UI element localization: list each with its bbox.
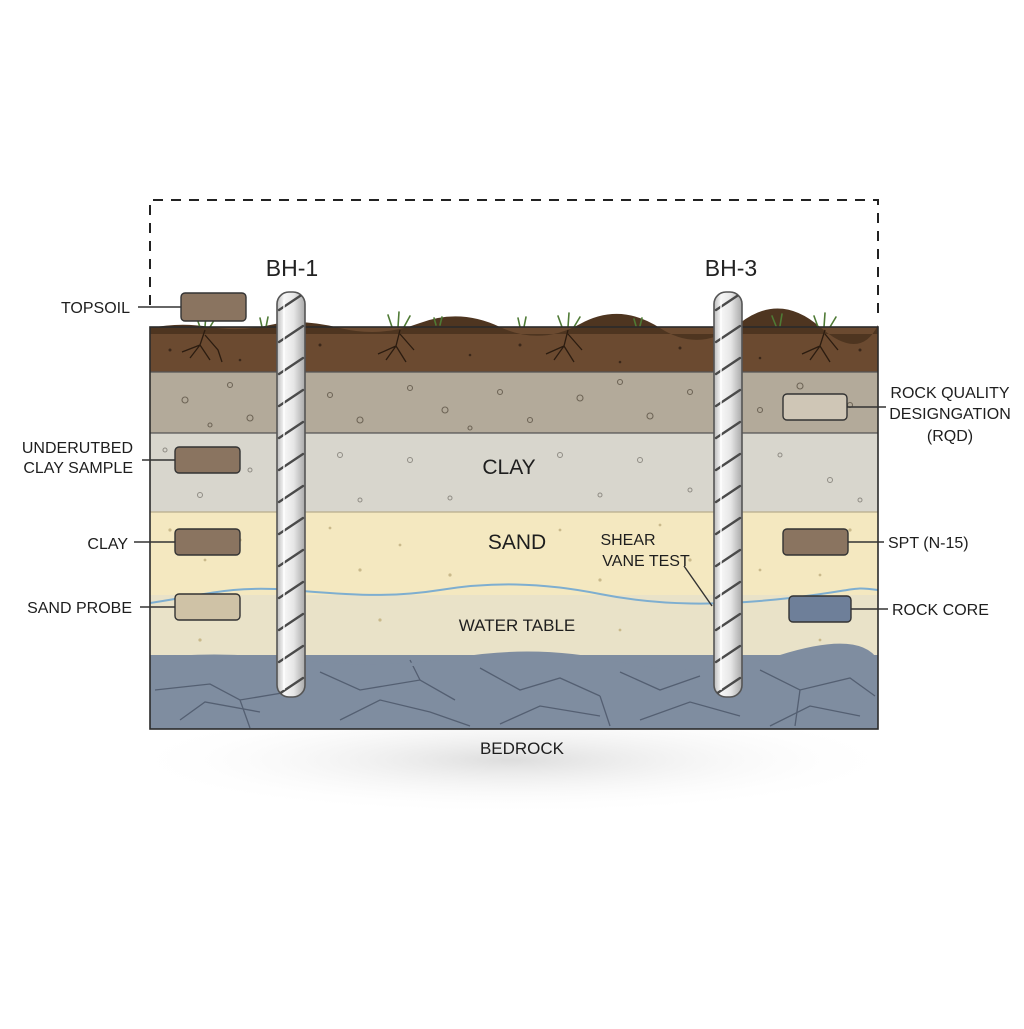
spt-sample-box[interactable] — [782, 528, 849, 556]
clay-pebbles — [162, 447, 863, 503]
layer-label-bedrock: BEDROCK — [480, 739, 565, 758]
callout-shear-vane-line1: SHEAR — [600, 532, 655, 549]
layer-label-clay: CLAY — [482, 456, 535, 479]
callout-clay: CLAY — [87, 536, 128, 553]
rqd-sample-box[interactable] — [782, 393, 848, 421]
callout-rqd-line2: DESIGNGATION — [889, 406, 1011, 423]
sand-probe-box[interactable] — [174, 593, 241, 621]
callout-undisturbed-line2: CLAY SAMPLE — [23, 460, 133, 477]
layer-sand — [150, 512, 878, 595]
topsoil-specks — [168, 343, 862, 364]
ground-shadow — [122, 705, 902, 815]
layer-label-water-table: WATER TABLE — [459, 616, 576, 635]
borehole-bh-3[interactable] — [713, 291, 743, 698]
borehole-label-bh-3: BH-3 — [705, 255, 757, 281]
rock-core-box[interactable] — [788, 595, 852, 623]
callout-leaders — [134, 306, 888, 610]
topsoil-surface — [150, 308, 878, 345]
borehole-bh-1[interactable] — [276, 291, 306, 698]
layer-gravel — [150, 372, 878, 433]
callout-topsoil: TOPSOIL — [61, 300, 130, 317]
callout-sand-probe: SAND PROBE — [27, 600, 132, 617]
layer-wet-sand — [150, 595, 878, 655]
callout-rqd-line3: (RQD) — [927, 428, 973, 445]
callout-rock-core: ROCK CORE — [892, 602, 989, 619]
undisturbed-clay-sample-box[interactable] — [174, 446, 241, 474]
clay-sample-box[interactable] — [174, 528, 241, 556]
callout-shear-vane-line2: VANE TEST — [602, 553, 690, 570]
layer-boundaries — [150, 371, 878, 513]
bedrock-cracks — [154, 659, 876, 729]
callout-undisturbed-line1: UNDERUTBED — [22, 440, 133, 457]
sand-grains — [168, 523, 852, 642]
layer-clay — [150, 433, 878, 512]
profile-outline — [149, 326, 879, 730]
site-boundary-dashed — [149, 199, 879, 318]
topsoil-sample-box[interactable] — [180, 292, 247, 322]
callout-spt: SPT (N-15) — [888, 535, 969, 552]
layer-label-sand: SAND — [488, 531, 546, 554]
borehole-label-bh-1: BH-1 — [266, 255, 318, 281]
callout-rqd-line1: ROCK QUALITY — [890, 385, 1009, 402]
grass-tufts — [195, 311, 837, 328]
plant-roots — [181, 329, 839, 363]
layer-bedrock — [150, 655, 878, 729]
bedrock-top-edge — [150, 643, 878, 670]
layer-topsoil — [150, 327, 878, 372]
